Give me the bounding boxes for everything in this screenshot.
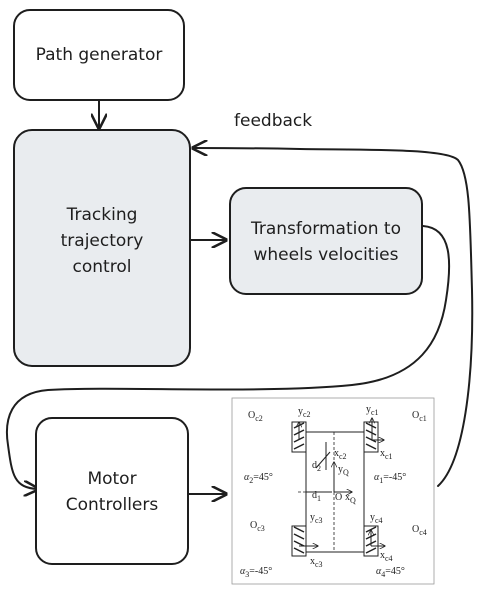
transformation-block[interactable]: Transformation to wheels velocities [229, 187, 423, 295]
transformation-label-line2: wheels velocities [254, 245, 399, 265]
label-d2: d2 [312, 460, 321, 473]
label-o: O [335, 492, 342, 503]
label-yc2: yc2 [298, 406, 311, 419]
label-alpha2: α2=45° [244, 472, 273, 485]
label-xq: xQ [345, 492, 356, 505]
tracking-label-line1: Tracking [66, 205, 138, 225]
label-xc2: xc2 [334, 448, 347, 461]
tracking-label-line2: trajectory [61, 231, 144, 251]
robot-figure-frame [231, 397, 435, 585]
path-generator-label: Path generator [36, 45, 163, 65]
arrow-transformation-to-motor [5, 225, 451, 489]
path-generator-block[interactable]: Path generator [13, 9, 185, 101]
wheel-c3 [291, 525, 307, 557]
label-xc1: xc1 [380, 448, 393, 461]
label-oc2: Oc2 [248, 410, 263, 423]
xc2-arrow [315, 451, 331, 469]
label-yc1: yc1 [366, 404, 379, 417]
label-xc3: xc3 [310, 556, 323, 569]
label-yc4: yc4 [370, 512, 383, 525]
wheel-c1 [363, 421, 379, 453]
label-yc3: yc3 [310, 512, 323, 525]
feedback-arrow [193, 148, 474, 487]
motor-label-line1: Motor [87, 469, 136, 489]
label-d1: d1 [312, 490, 321, 503]
label-xc4: xc4 [380, 550, 393, 563]
label-yq: yQ [338, 464, 349, 477]
tracking-control-block[interactable]: Tracking trajectory control [13, 129, 191, 367]
label-alpha3: α3=-45° [240, 566, 272, 579]
transformation-label-line1: Transformation to [250, 219, 401, 239]
robot-figure: Oc2 Oc1 Oc3 Oc4 yc2 yc1 xc1 xc2 yc3 xc3 … [231, 397, 435, 585]
label-oc3: Oc3 [250, 520, 265, 533]
motor-label-line2: Controllers [66, 495, 159, 515]
label-alpha4: α4=45° [376, 566, 405, 579]
feedback-label: feedback [234, 111, 312, 131]
motor-controllers-block[interactable]: Motor Controllers [35, 417, 189, 565]
label-oc4: Oc4 [412, 524, 427, 537]
tracking-label-line3: control [73, 257, 132, 277]
label-oc1: Oc1 [412, 410, 427, 423]
label-alpha1: α1=-45° [374, 472, 406, 485]
